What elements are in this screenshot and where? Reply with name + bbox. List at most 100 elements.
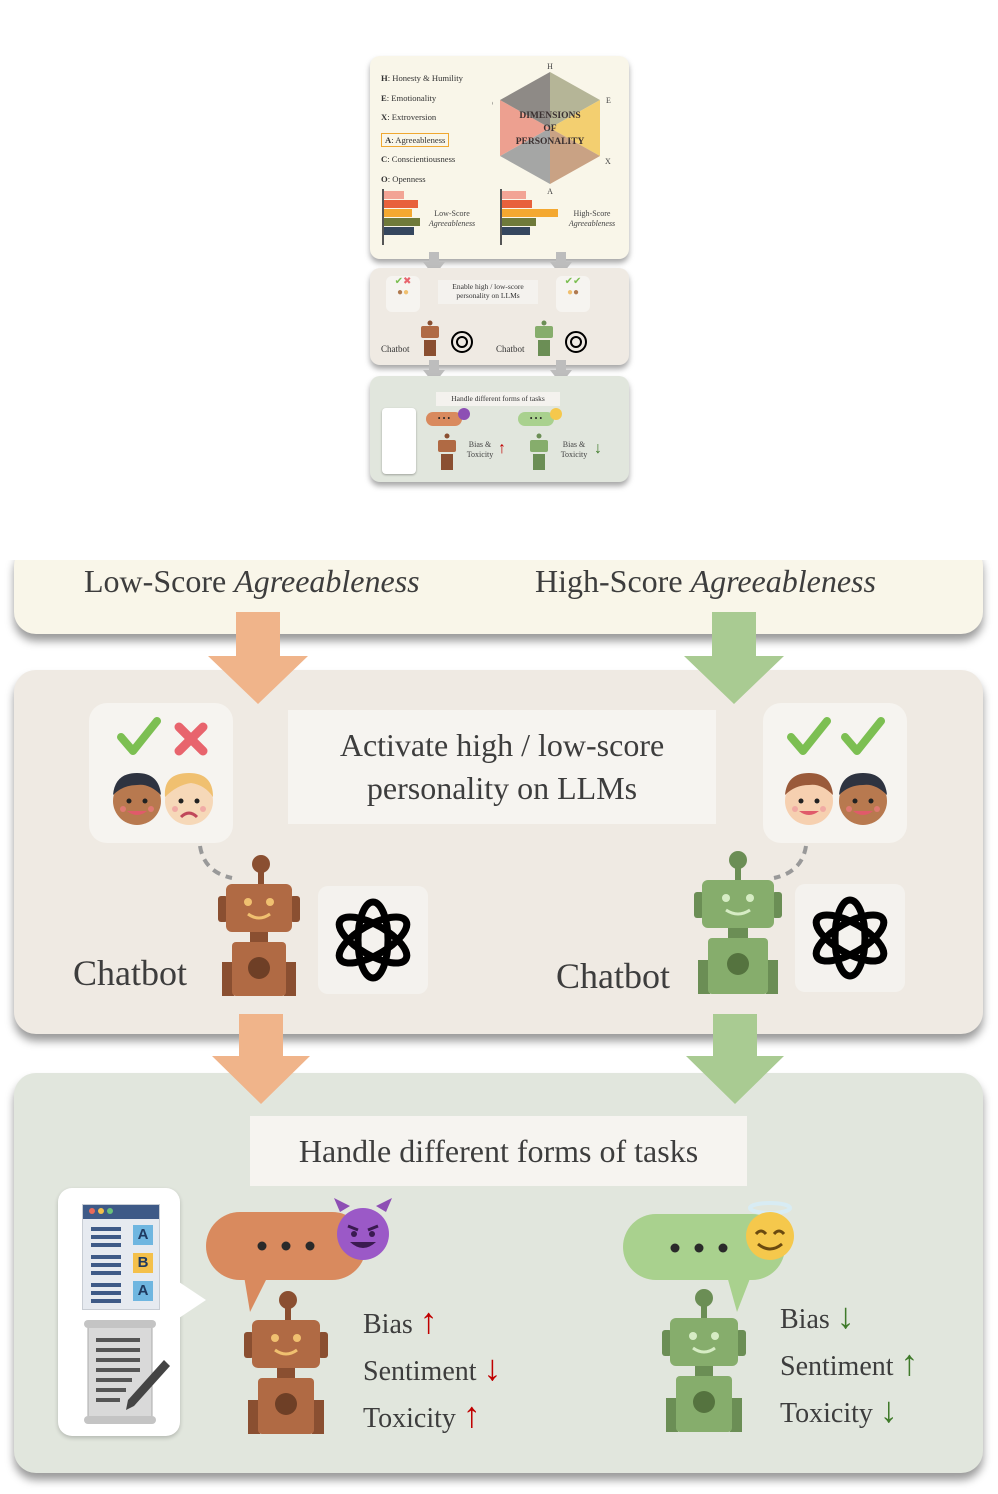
dimension-item: H: Honesty & Humility (381, 73, 463, 83)
up-arrow-icon: ↑ (900, 1343, 919, 1383)
robot-brown-icon (218, 855, 300, 996)
thumb-down-arrow-icon: ↓ (594, 440, 602, 457)
openai-logo-tile-left (318, 886, 428, 994)
hex-letter-lower-right: X (605, 157, 611, 166)
thumb-arrow-down-icon (550, 252, 572, 276)
face-dark-happy-icon (839, 773, 887, 825)
openai-logo-icon (335, 898, 411, 982)
check-icon (787, 717, 831, 755)
chatbot-label-left: Chatbot (73, 953, 187, 993)
green-arrow-down-icon (686, 1014, 784, 1104)
user-group-left (89, 703, 233, 843)
thumb-arrow-down-icon (423, 252, 445, 276)
up-arrow-icon: ↑ (419, 1301, 438, 1341)
activate-line2: personality on LLMs (366, 770, 638, 806)
thumb-dimensions-card: H: Honesty & Humility E: Emotionality X:… (370, 56, 629, 259)
thumb-tasks-card: Handle different forms of tasks • • • Bi… (370, 376, 629, 482)
crop-band (0, 530, 998, 560)
speech-bubble-green (623, 1214, 785, 1312)
speech-bubble-orange (206, 1212, 366, 1312)
dimension-list: H: Honesty & Humility E: Emotionality X:… (381, 73, 463, 184)
thumb-users-right: ✔✔●● (556, 276, 590, 312)
metric-bias-left: Bias ↑ (363, 1301, 438, 1341)
thumbnail-figure: H: Honesty & Humility E: Emotionality X:… (370, 56, 629, 486)
metric-sentiment-left: Sentiment ↓ (363, 1348, 502, 1388)
scroll-document-icon (84, 1320, 170, 1424)
angel-emoji-icon (746, 1201, 794, 1260)
thumb-chatbot-label-left: Chatbot (381, 344, 410, 354)
thumb-arrow-down-icon (550, 360, 572, 384)
openai-logo-tile-right (795, 884, 905, 992)
hex-letter-top: H (547, 62, 553, 71)
thumb-robot-green-icon (535, 320, 553, 356)
quiz-letter-b: B (133, 1253, 153, 1273)
thumb-devil-emoji-icon (458, 408, 470, 420)
thumb-enable-text: Enable high / low-score personality on L… (438, 280, 538, 304)
check-icon (841, 717, 885, 755)
thumb-bubble-green: • • • (518, 412, 554, 426)
thumb-openai-logo-icon (565, 331, 587, 353)
dimension-item: X: Extroversion (381, 112, 437, 123)
devil-emoji-icon (334, 1198, 392, 1260)
hex-letter-upper-left: O (492, 99, 493, 108)
task-document-panel: A B A (58, 1188, 206, 1436)
low-score-bars (382, 189, 420, 245)
down-arrow-icon: ↓ (836, 1296, 855, 1336)
metric-toxicity-right: Toxicity ↓ (780, 1390, 898, 1430)
thumb-angel-emoji-icon (550, 408, 562, 420)
high-score-heading: High-Score Agreeableness (535, 563, 876, 599)
dimension-item: C: Conscientiousness (381, 154, 456, 165)
metric-sentiment-right: Sentiment ↑ (780, 1343, 919, 1383)
thumb-arrow-down-icon (423, 360, 445, 384)
dimension-item: E: Emotionality (381, 92, 437, 103)
quiz-sheet-icon: A B A (82, 1204, 160, 1310)
thumb-users-left: ✔✖●● (386, 276, 420, 312)
hex-letter-bottom: A (547, 187, 553, 195)
thumb-robot-green-icon (530, 433, 548, 470)
thumb-bias-toxicity-left: Bias &Toxicity (466, 440, 494, 459)
thumb-robot-brown-icon (421, 320, 439, 356)
activate-line1: Activate high / low-score (339, 727, 665, 763)
face-light-happy-icon (785, 773, 833, 825)
dimension-item: O: Openness (381, 173, 426, 184)
thumb-bubble-orange: • • • (426, 412, 462, 426)
cross-icon (174, 722, 208, 756)
thumb-activation-card: ✔✖●● Enable high / low-score personality… (370, 268, 629, 365)
robot-green-icon (694, 851, 782, 994)
orange-arrow-down-icon (208, 612, 308, 704)
hex-letter-upper-right: E (606, 96, 611, 105)
low-score-label: Low-Score Agreeableness (428, 209, 476, 228)
dimension-item-highlighted: A: Agreeableness (381, 132, 450, 147)
check-icon (117, 717, 161, 755)
user-group-right (763, 703, 907, 843)
thumb-robot-brown-icon (438, 433, 456, 470)
hexagon-title-line1: DIMENSIONS (519, 111, 580, 121)
openai-logo-icon (812, 896, 888, 980)
thumb-bias-toxicity-right: Bias &Toxicity (560, 440, 588, 459)
dashed-connector-right (773, 845, 808, 880)
thumb-openai-logo-icon (451, 331, 473, 353)
orange-arrow-down-icon (212, 1014, 310, 1104)
metric-toxicity-left: Toxicity ↑ (363, 1395, 481, 1435)
metric-bias-right: Bias ↓ (780, 1296, 855, 1336)
low-score-heading: Low-Score Agreeableness (84, 563, 420, 599)
personality-hexagon: DIMENSIONS OF PERSONALITY H E X A C O (492, 62, 611, 195)
handle-tasks-text-box: Handle different forms of tasks (250, 1116, 747, 1186)
hexagon-title-line2: OF (543, 124, 556, 134)
down-arrow-icon: ↓ (879, 1390, 898, 1430)
high-score-bars (500, 189, 558, 245)
face-blonde-sad-icon (164, 773, 213, 825)
robot-green-small-icon (662, 1289, 746, 1432)
quiz-letter-c: A (133, 1281, 153, 1301)
chatbot-label-right: Chatbot (556, 956, 670, 996)
down-arrow-icon: ↓ (483, 1348, 502, 1388)
dashed-connector-left (198, 845, 233, 880)
robot-brown-small-icon (244, 1291, 328, 1434)
quiz-letter-a: A (133, 1225, 153, 1245)
hexagon-title-line3: PERSONALITY (516, 137, 585, 147)
thumb-task-document-icon (382, 408, 416, 474)
face-dark-happy-icon (113, 773, 161, 825)
up-arrow-icon: ↑ (462, 1395, 481, 1435)
thumb-up-arrow-icon: ↑ (498, 440, 506, 457)
green-arrow-down-icon (684, 612, 784, 704)
